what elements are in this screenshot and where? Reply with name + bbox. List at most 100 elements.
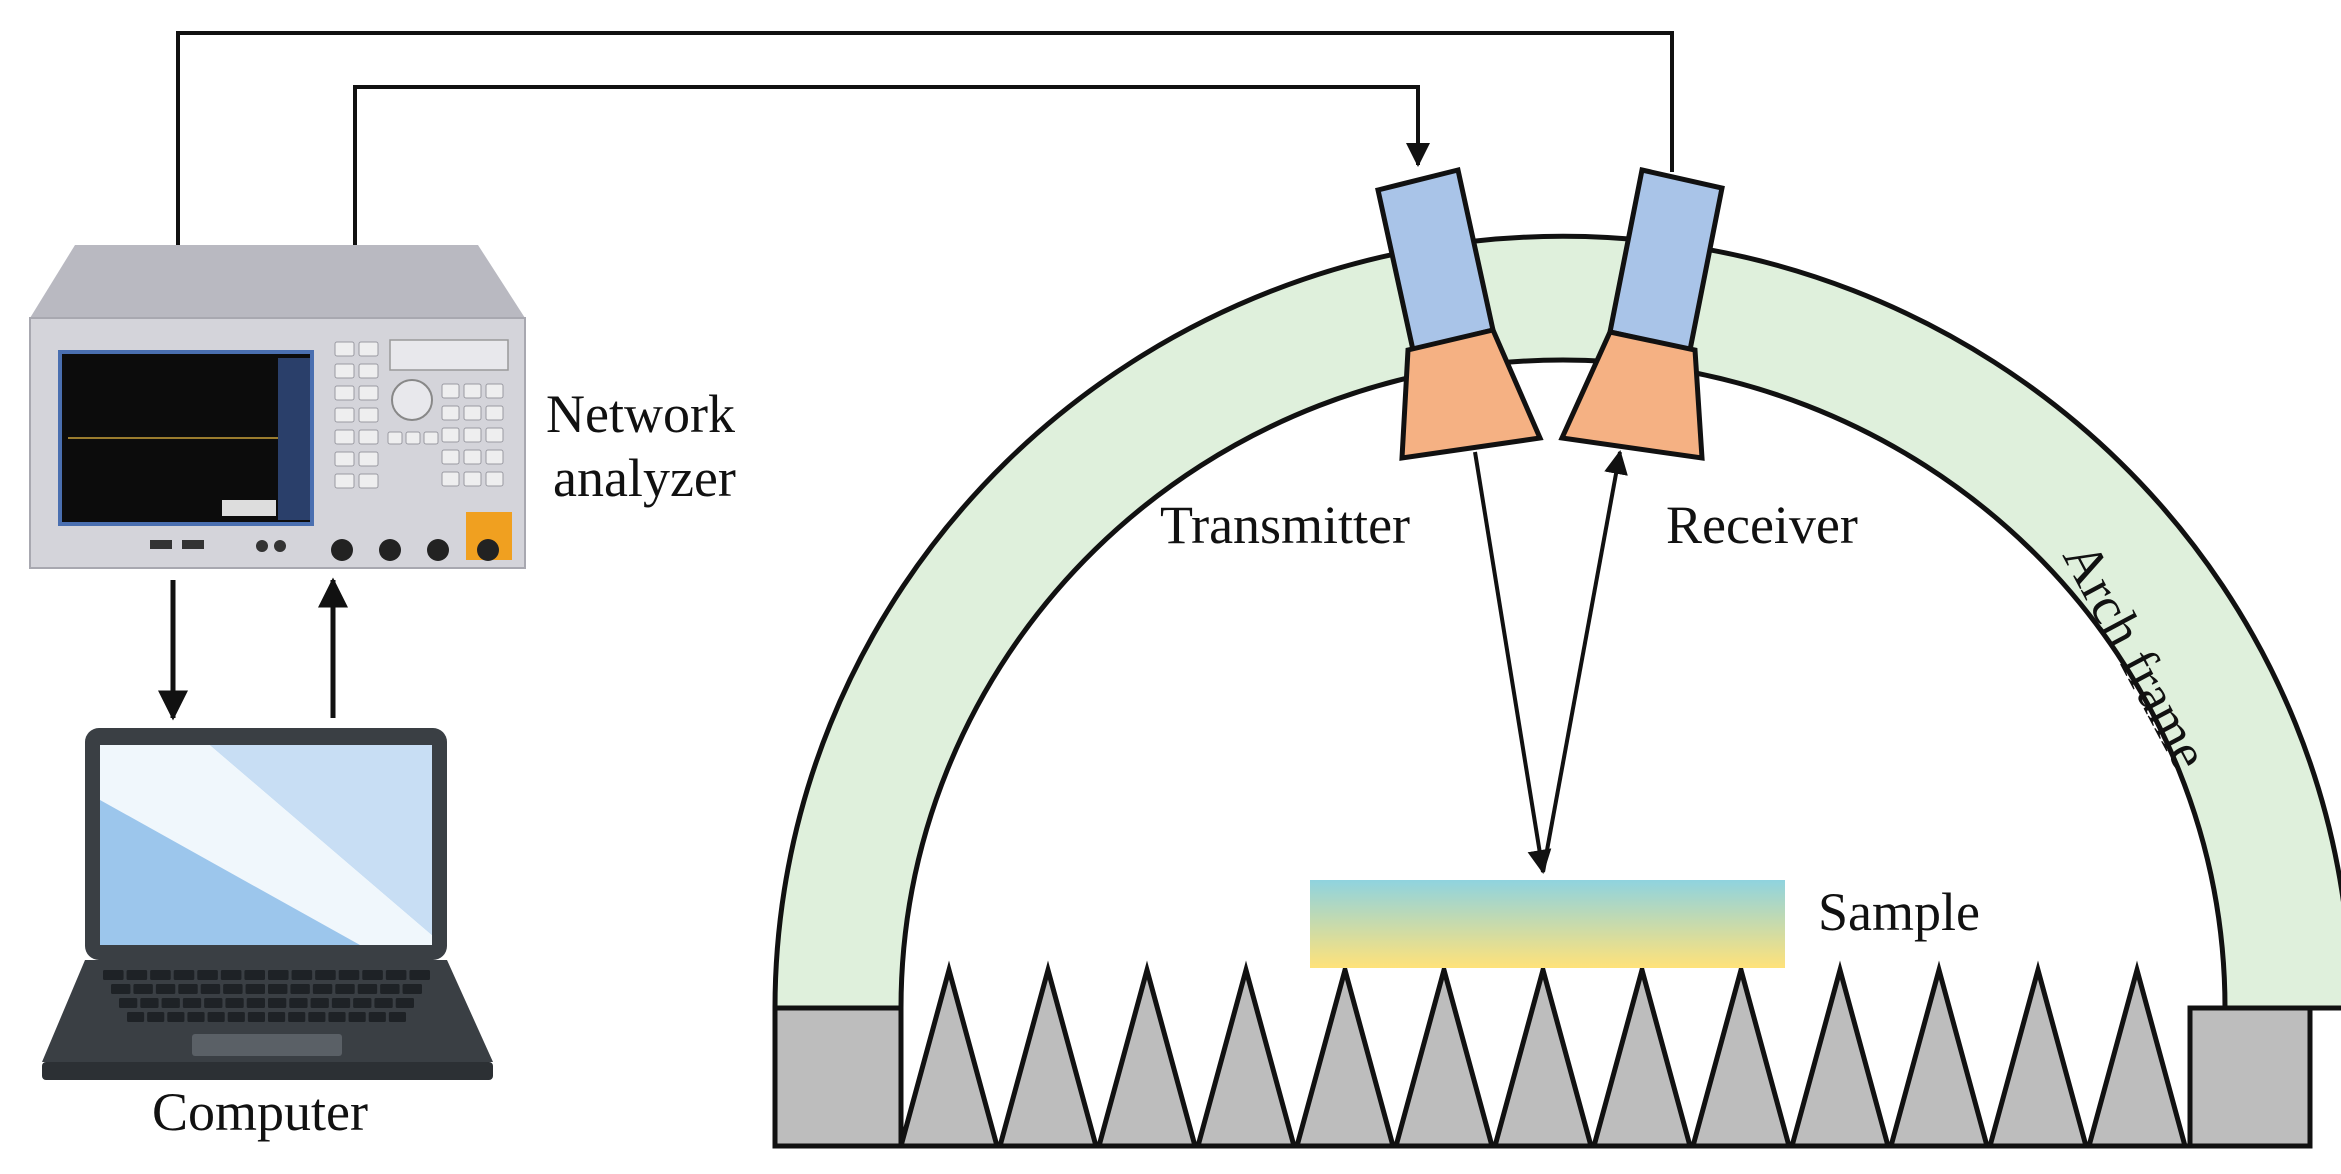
- laptop-key: [348, 1012, 366, 1022]
- analyzer-key: [463, 405, 482, 421]
- laptop-key: [200, 984, 221, 994]
- laptop-key: [290, 984, 310, 994]
- laptop-key: [385, 970, 407, 980]
- absorber-cone: [1590, 960, 1694, 1149]
- laptop-key: [227, 1012, 245, 1022]
- analyzer-key: [463, 383, 482, 399]
- laptop-trackpad: [192, 1034, 342, 1056]
- laptop-key: [353, 998, 372, 1008]
- absorber-cone: [1194, 960, 1298, 1149]
- laptop-key: [207, 1012, 225, 1022]
- analyzer-key: [441, 405, 460, 421]
- analyzer-key: [358, 429, 379, 445]
- analyzer-key: [334, 363, 355, 379]
- laptop-key: [103, 970, 124, 980]
- analyzer-key: [441, 383, 460, 399]
- laptop-key: [187, 1012, 205, 1022]
- laptop-key: [312, 984, 333, 994]
- laptop-key: [161, 998, 180, 1008]
- receiver-horn-flare: [1558, 329, 1705, 461]
- laptop-key: [310, 998, 329, 1008]
- analyzer-key: [485, 427, 504, 443]
- laptop-screen-shade: [210, 745, 432, 935]
- analyzer-key: [463, 449, 482, 465]
- laptop-key: [247, 1012, 265, 1022]
- analyzer-key: [441, 427, 460, 443]
- laptop-icon: [42, 728, 493, 1080]
- laptop-key: [357, 984, 378, 994]
- analyzer-port-3: [427, 539, 449, 561]
- arch-left-foot: [772, 1005, 904, 1149]
- analyzer-key: [441, 471, 460, 487]
- analyzer-key: [358, 451, 379, 467]
- absorber-cone: [1392, 960, 1496, 1149]
- laptop-key: [291, 970, 313, 980]
- analyzer-port-1: [331, 539, 353, 561]
- laptop-screen-glare: [100, 745, 432, 945]
- analyzer-port-4: [477, 539, 499, 561]
- receiver-to-analyzer-cable: [166, 31, 1674, 274]
- laptop-key: [147, 1012, 165, 1022]
- laptop-key: [374, 998, 393, 1008]
- analyzer-key: [358, 385, 379, 401]
- analyzer-port-2: [379, 539, 401, 561]
- network-analyzer-label: Network analyzer: [546, 384, 748, 508]
- laptop-key: [328, 1012, 346, 1022]
- laptop-key: [244, 970, 265, 980]
- laptop-key: [268, 984, 288, 994]
- laptop-keyboard: [103, 970, 430, 1022]
- transmitter-label: Transmitter: [1160, 495, 1410, 555]
- laptop-key: [126, 970, 148, 980]
- reflected-beam-arrow: [1541, 450, 1628, 873]
- analyzer-key: [358, 341, 379, 357]
- laptop-key: [178, 984, 198, 994]
- laptop-key: [155, 984, 176, 994]
- laptop-key: [223, 984, 243, 994]
- laptop-key: [204, 998, 223, 1008]
- laptop-key: [167, 1012, 185, 1022]
- laptop-key: [362, 970, 383, 980]
- analyzer-key: [358, 363, 379, 379]
- laptop-key: [338, 970, 360, 980]
- absorber-cone: [996, 960, 1100, 1149]
- laptop-key: [119, 998, 138, 1008]
- absorber-cone: [2085, 960, 2189, 1149]
- sample-label: Sample: [1818, 882, 1980, 942]
- analyzer-key: [441, 449, 460, 465]
- analyzer-key: [334, 429, 355, 445]
- transmitter-horn-flare: [1399, 327, 1544, 461]
- analyzer-keypad: [334, 341, 504, 489]
- analyzer-key: [358, 473, 379, 489]
- laptop-key: [380, 984, 400, 994]
- laptop-key: [289, 998, 308, 1008]
- laptop-key: [140, 998, 159, 1008]
- analyzer-key: [463, 471, 482, 487]
- absorber-cone: [1293, 960, 1397, 1149]
- laptop-key: [268, 970, 289, 980]
- analyzer-to-transmitter-cable: [353, 85, 1430, 278]
- laptop-key: [111, 984, 131, 994]
- arch-frame: [772, 233, 2341, 1149]
- arch-right-foot: [2187, 1005, 2313, 1149]
- absorber-cone: [1689, 960, 1793, 1149]
- laptop-key: [245, 984, 265, 994]
- laptop-key: [268, 998, 287, 1008]
- laptop-key: [173, 970, 195, 980]
- laptop-key: [182, 998, 202, 1008]
- laptop-key: [246, 998, 265, 1008]
- analyzer-key: [334, 385, 355, 401]
- analyzer-key: [485, 449, 504, 465]
- absorber-cone: [897, 960, 1001, 1149]
- laptop-key: [197, 970, 218, 980]
- laptop-key: [331, 998, 351, 1008]
- incident-beam-arrow: [1473, 451, 1552, 874]
- analyzer-key: [423, 431, 439, 445]
- computer-label: Computer: [152, 1082, 368, 1142]
- laptop-key: [225, 998, 244, 1008]
- absorber-cones: [897, 960, 2189, 1149]
- laptop-key: [368, 1012, 386, 1022]
- analyzer-key: [485, 405, 504, 421]
- laptop-key: [288, 1012, 306, 1022]
- absorber-cone: [1491, 960, 1595, 1149]
